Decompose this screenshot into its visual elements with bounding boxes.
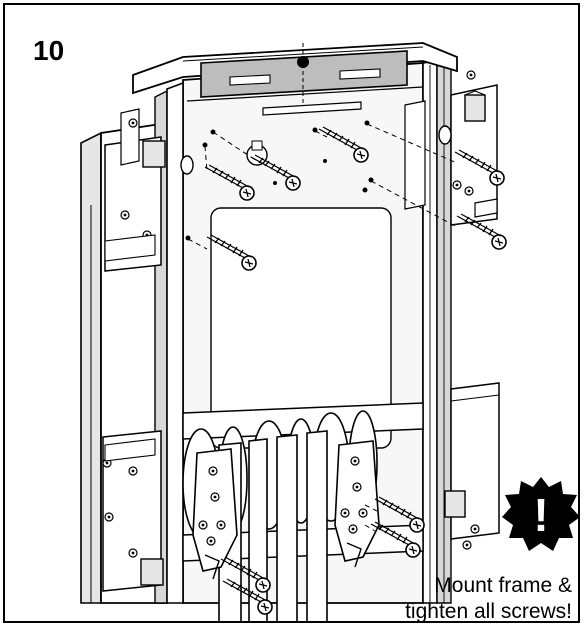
mounting-frame-drawing — [80, 42, 507, 621]
warning-badge-icon: ! — [502, 477, 578, 551]
warning-line-2: tighten all screws! — [405, 600, 572, 623]
warning-message: Mount frame & tighten all screws! — [405, 573, 572, 623]
warning-line-1: Mount frame & — [434, 574, 572, 597]
step-number: 10 — [33, 35, 65, 66]
warning-symbol: ! — [533, 489, 548, 541]
instruction-panel: 10 ! Mount frame & tighten all screws! — [3, 3, 580, 623]
